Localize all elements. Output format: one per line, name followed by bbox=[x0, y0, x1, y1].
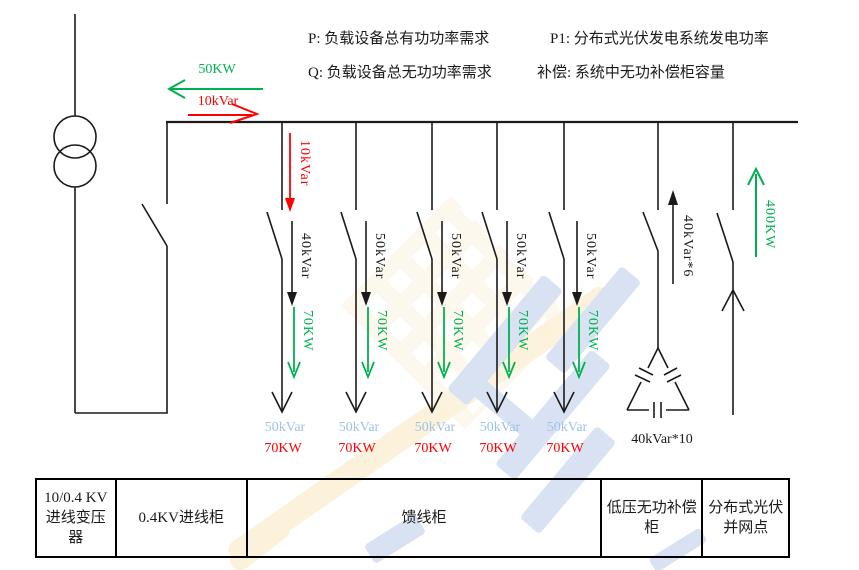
feeder4-kvar-label: 50kVar bbox=[513, 233, 528, 280]
cell-incoming: 0.4KV进线柜 bbox=[117, 480, 248, 556]
pv-branch bbox=[716, 122, 765, 415]
pv-up-arrowhead bbox=[721, 288, 745, 312]
feeder1-kw-label: 70KW bbox=[300, 310, 315, 352]
feeder4-kvar-flow-arrow bbox=[502, 221, 512, 306]
feeder-branch-2 bbox=[340, 122, 375, 414]
feeder-branch-4 bbox=[481, 122, 516, 414]
feeder5-load-kvar: 50kVar bbox=[546, 420, 588, 435]
incoming-feeder bbox=[75, 122, 168, 414]
feeder1-reactive-in-arrow bbox=[285, 133, 295, 212]
feeder3-kvar-label: 50kVar bbox=[448, 233, 463, 280]
incoming-switch bbox=[141, 203, 168, 247]
cell-feeders: 馈线柜 bbox=[248, 480, 602, 556]
compensation-branch bbox=[626, 122, 690, 418]
compensation-flow-arrow bbox=[668, 190, 678, 284]
cell-transformer: 10/0.4 KV 进线变压 器 bbox=[37, 480, 117, 556]
cell-compensation: 低压无功补偿 柜 bbox=[602, 480, 704, 556]
bus-active-power-arrow bbox=[166, 79, 263, 99]
feeder4-load-kvar: 50kVar bbox=[479, 420, 521, 435]
feeder3-load-kw: 70KW bbox=[414, 441, 452, 456]
feeder5-kvar-flow-arrow bbox=[572, 221, 582, 306]
transformer-symbol bbox=[53, 14, 97, 413]
cell-pv: 分布式光伏 并网点 bbox=[708, 499, 784, 536]
feeder4-load-kw: 70KW bbox=[479, 441, 517, 456]
feeder3-kvar-flow-arrow bbox=[437, 221, 447, 306]
feeder-branch-3 bbox=[416, 122, 451, 414]
feeder2-kw-label: 70KW bbox=[374, 310, 389, 352]
cabinet-table: 10/0.4 KV 进线变压 器 0.4KV进线柜 馈线柜 低压无功补偿 柜 分… bbox=[35, 478, 790, 558]
feeder2-load-kw: 70KW bbox=[338, 441, 376, 456]
feeder1-kvar-flow-arrow bbox=[287, 221, 297, 306]
feeder4-kw-label: 70KW bbox=[515, 310, 530, 352]
grid-reactive-power-label: 10kVar bbox=[197, 94, 239, 109]
feeder5-load-kw: 70KW bbox=[546, 441, 584, 456]
compensation-flow-label: 40kVar*6 bbox=[680, 215, 695, 278]
feeder1-load-kvar: 50kVar bbox=[264, 420, 306, 435]
feeder1-reactive-in-label: 10kVar bbox=[297, 140, 312, 187]
feeder1-load-kw: 70KW bbox=[264, 441, 302, 456]
capacitor-bank-symbol bbox=[626, 347, 690, 418]
feeder2-load-kvar: 50kVar bbox=[338, 420, 380, 435]
legend-p: P: 负载设备总有功功率需求 bbox=[308, 31, 490, 47]
capacitor-bank-label: 40kVar*10 bbox=[631, 432, 693, 447]
pv-output-arrow bbox=[747, 166, 765, 257]
feeder5-kw-label: 70KW bbox=[585, 310, 600, 352]
legend-comp: 补偿: 系统中无功补偿柜容量 bbox=[537, 65, 725, 81]
grid-active-power-label: 50KW bbox=[198, 62, 236, 77]
pv-output-label: 400KW bbox=[762, 200, 777, 250]
feeder1-kvar-label: 40kVar bbox=[298, 233, 313, 280]
legend-p1: P1: 分布式光伏发电系统发电功率 bbox=[550, 31, 769, 47]
feeder3-kw-label: 70KW bbox=[450, 310, 465, 352]
feeder3-load-kvar: 50kVar bbox=[414, 420, 456, 435]
legend-q: Q: 负载设备总无功功率需求 bbox=[308, 65, 492, 81]
feeder2-kvar-flow-arrow bbox=[361, 221, 371, 306]
feeder2-kvar-label: 50kVar bbox=[372, 233, 387, 280]
feeder-branch-5 bbox=[548, 122, 586, 414]
bus-reactive-power-arrow bbox=[188, 103, 260, 124]
feeder5-kvar-label: 50kVar bbox=[583, 233, 598, 280]
